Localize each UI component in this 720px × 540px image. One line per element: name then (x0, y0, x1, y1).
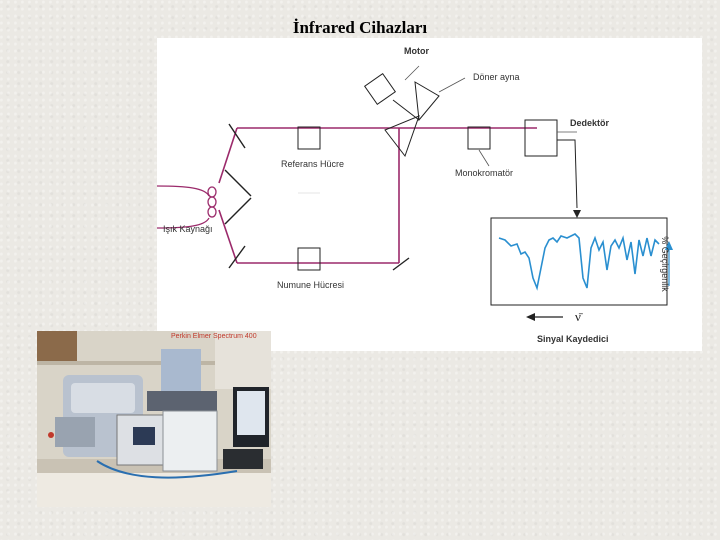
combine-mirror (392, 257, 410, 271)
wavenumber-arrow (526, 313, 563, 321)
reference-cell-box (297, 126, 321, 150)
ir-instrument-diagram: Motor Döner ayna Dedektör Referans Hücre… (157, 38, 702, 351)
reference-cell-label: Referans Hücre (281, 159, 345, 169)
leader-lines (404, 65, 577, 167)
spectrum-trace (498, 233, 660, 291)
chopper-assembly (363, 72, 440, 158)
motor-label: Motor (404, 46, 429, 56)
page-title: İnfrared Cihazları (292, 18, 428, 37)
sample-cell-box (297, 247, 321, 271)
light-source-label: Işık Kaynağı (163, 224, 213, 234)
sample-source-beam (218, 209, 238, 264)
instrument-photo: Perkin Elmer Spectrum 400 (37, 331, 271, 507)
detector-box (524, 119, 558, 157)
mirrors (224, 123, 410, 271)
sample-mirror (228, 245, 246, 269)
rotating-mirror-label: Döner ayna (473, 72, 520, 82)
schematic-svg (157, 65, 673, 321)
motor-box (363, 72, 397, 106)
reference-mirror (228, 123, 246, 149)
beam-paths (218, 127, 537, 264)
photo-caption: Perkin Elmer Spectrum 400 (171, 333, 257, 340)
signal-recorder-label: Sinyal Kaydedici (537, 334, 609, 344)
recorder-box (490, 217, 668, 306)
photo-illustration (37, 331, 271, 507)
sample-cell-label: Numune Hücresi (277, 280, 345, 290)
transmittance-arrow (665, 241, 673, 286)
rotating-mirror-upper (414, 81, 440, 122)
source-mirror-bottom (224, 197, 252, 225)
detector-label: Dedektör (570, 118, 610, 128)
source-mirror-top (224, 169, 252, 197)
monochromator-box (467, 126, 491, 150)
light-source-coil (157, 185, 217, 229)
signal-path (557, 139, 581, 218)
rotating-mirror-lower (384, 115, 420, 158)
cells (297, 119, 558, 271)
monochromator-label: Monokromatör (455, 168, 514, 178)
transmittance-label: % Geçirgenlik (659, 236, 670, 292)
wavenumber-symbol: ν̄ (575, 309, 581, 324)
reference-source-beam (218, 127, 238, 184)
